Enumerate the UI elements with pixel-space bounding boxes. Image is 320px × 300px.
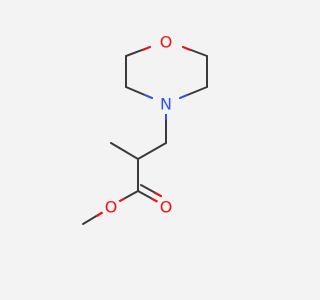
carbonyl-oxygen-label: O bbox=[160, 198, 173, 217]
bond-o-c2-red bbox=[182, 46, 191, 51]
ring-nitrogen-label: N bbox=[160, 95, 172, 114]
bond-alkoxy-o-methyl-red bbox=[96, 211, 104, 217]
morpholine-ring bbox=[125, 46, 208, 99]
ring-oxygen-label: O bbox=[160, 33, 173, 52]
bond-carbonyl-o-1-red bbox=[151, 198, 159, 203]
ester-alkoxy-oxygen-label: O bbox=[105, 198, 118, 217]
bond-c3-n-blue bbox=[179, 94, 188, 99]
molecule-canvas: O N O O bbox=[82, 32, 208, 225]
bond-ch2-ch bbox=[137, 142, 167, 160]
bond-carbonyl-o-2-red bbox=[154, 192, 162, 197]
atom-labels: O N O O bbox=[101, 32, 176, 217]
molecule-structure-svg: O N O O bbox=[82, 32, 208, 225]
bond-n-c5-blue bbox=[144, 94, 153, 99]
bond-c6-o-red bbox=[142, 46, 151, 51]
side-chain bbox=[82, 111, 167, 225]
bond-ch-methyl bbox=[110, 142, 139, 160]
